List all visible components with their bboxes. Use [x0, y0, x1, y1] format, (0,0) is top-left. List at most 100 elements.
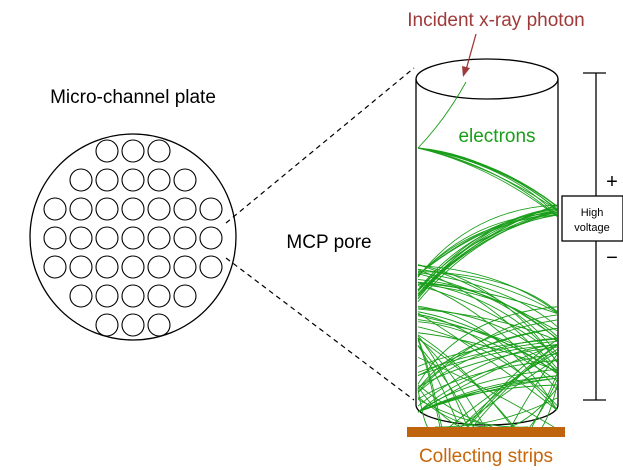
plate-pore	[95, 197, 119, 221]
plate-pore	[121, 139, 145, 163]
plate-pore	[43, 255, 67, 279]
electron-path	[417, 337, 558, 393]
electron-path	[417, 326, 558, 406]
electron-path	[541, 385, 558, 428]
electron-path	[417, 209, 558, 276]
plate-pore	[69, 197, 93, 221]
electron-path	[417, 305, 558, 411]
plate-pore	[199, 226, 223, 250]
plate-pore	[121, 255, 145, 279]
electron-path	[417, 285, 558, 356]
electron-path	[472, 345, 558, 428]
electron-path	[417, 147, 558, 217]
electron-path	[417, 210, 558, 295]
plate-pore	[147, 139, 171, 163]
electron-path	[417, 147, 558, 216]
plate-pore	[147, 168, 171, 192]
plate-pore	[69, 168, 93, 192]
plate-pore	[147, 284, 171, 308]
plate-pore	[147, 313, 171, 337]
plate-pore	[199, 197, 223, 221]
incident-photon-label: Incident x-ray photon	[407, 10, 584, 31]
minus-sign: −	[606, 247, 618, 269]
electron-path	[417, 147, 558, 217]
plate-pore	[147, 255, 171, 279]
electron-path	[417, 337, 443, 428]
electron-path	[417, 147, 558, 207]
incident-photon-arrow-shaft	[465, 33, 477, 71]
plus-sign: +	[606, 171, 618, 193]
collecting-strips-bar	[407, 427, 565, 437]
electron-path	[417, 384, 493, 428]
electron-path	[417, 265, 558, 313]
electron-path	[417, 339, 441, 428]
electron-path	[417, 308, 558, 342]
plate-pore	[69, 255, 93, 279]
electron-path	[417, 398, 529, 428]
electron-path	[417, 147, 558, 207]
plate-pore	[121, 197, 145, 221]
plate-pore	[173, 226, 197, 250]
plate-pores	[43, 139, 223, 337]
electron-path	[417, 338, 515, 428]
plate-disc	[29, 133, 237, 341]
electron-path	[509, 388, 558, 428]
mcp-pore-label: MCP pore	[286, 232, 371, 253]
pore-top-ellipse	[415, 58, 559, 100]
high-voltage-label-line2: voltage	[574, 222, 609, 234]
plate-pore	[173, 168, 197, 192]
electron-path	[417, 314, 558, 390]
electron-path	[417, 344, 558, 376]
plate-pore	[69, 226, 93, 250]
plate-pore	[95, 226, 119, 250]
electron-path	[417, 337, 486, 428]
plate-pore	[43, 226, 67, 250]
plate-pore	[43, 197, 67, 221]
electron-path	[466, 339, 558, 428]
plate-pore	[173, 255, 197, 279]
incident-photon-arrowhead	[462, 66, 470, 77]
collecting-strips-label: Collecting strips	[419, 446, 553, 467]
plate-pore	[147, 226, 171, 250]
plate-pore	[173, 284, 197, 308]
electron-path	[417, 273, 558, 332]
electron-path	[417, 81, 467, 149]
electron-path	[417, 319, 558, 371]
plate-pore	[121, 168, 145, 192]
electron-path	[417, 327, 558, 393]
electron-path	[417, 396, 489, 428]
electron-path	[417, 272, 558, 327]
electron-path	[449, 352, 558, 428]
electron-path	[417, 264, 558, 339]
plate-title: Micro-channel plate	[50, 87, 216, 108]
plate-pore	[95, 313, 119, 337]
plate-pore	[95, 284, 119, 308]
electron-path	[417, 388, 428, 428]
electron-path	[417, 332, 558, 372]
electron-path	[417, 147, 558, 210]
plate-pore	[121, 284, 145, 308]
projection-line-bottom	[225, 257, 415, 401]
electron-path	[417, 264, 558, 363]
electron-path	[417, 204, 558, 278]
high-voltage-box	[561, 195, 623, 242]
plate-pore	[95, 168, 119, 192]
electron-trajectories	[417, 81, 558, 428]
electron-path	[510, 354, 558, 428]
electron-path	[417, 321, 558, 381]
projection-line-top	[225, 67, 415, 224]
electron-path	[417, 268, 558, 314]
electron-path	[417, 210, 558, 295]
electron-path	[529, 379, 558, 428]
electron-path	[460, 349, 558, 428]
electron-path	[435, 397, 558, 428]
electron-path	[417, 340, 558, 373]
electron-path	[417, 345, 460, 428]
plate-pore	[121, 313, 145, 337]
electron-path	[417, 210, 558, 296]
plate-pore	[173, 197, 197, 221]
plate-pore	[95, 255, 119, 279]
plate-pore	[121, 226, 145, 250]
electron-path	[417, 334, 513, 428]
electron-path	[417, 353, 558, 413]
